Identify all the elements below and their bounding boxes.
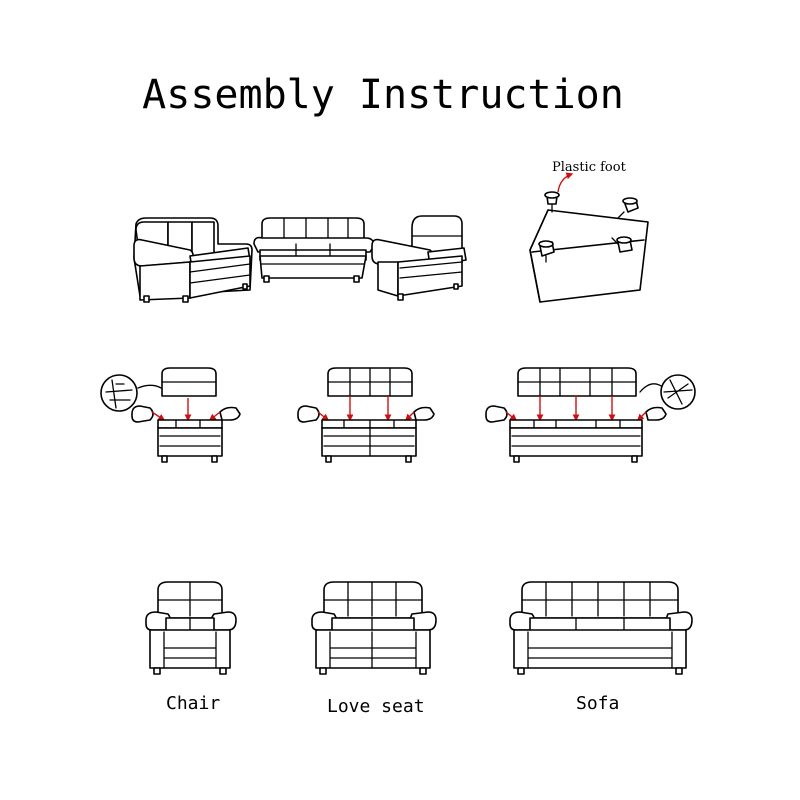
set-chair-illustration [371, 215, 467, 301]
sofa-illustration [509, 581, 693, 675]
chair-illustration [145, 581, 237, 675]
loveseat-assembly-step [297, 367, 435, 463]
chair-assembly-step [100, 367, 241, 463]
plastic-foot-illustration [529, 172, 649, 303]
set-sofa-illustration [133, 217, 253, 303]
plastic-foot-label: Plastic foot [552, 160, 626, 175]
set-loveseat-illustration [253, 217, 375, 283]
caption-loveseat: Love seat [327, 696, 425, 717]
caption-chair: Chair [166, 693, 221, 714]
loveseat-illustration [311, 581, 437, 675]
caption-sofa: Sofa [576, 693, 620, 714]
sofa-assembly-step [485, 367, 696, 463]
page-title: Assembly Instruction [142, 72, 624, 118]
